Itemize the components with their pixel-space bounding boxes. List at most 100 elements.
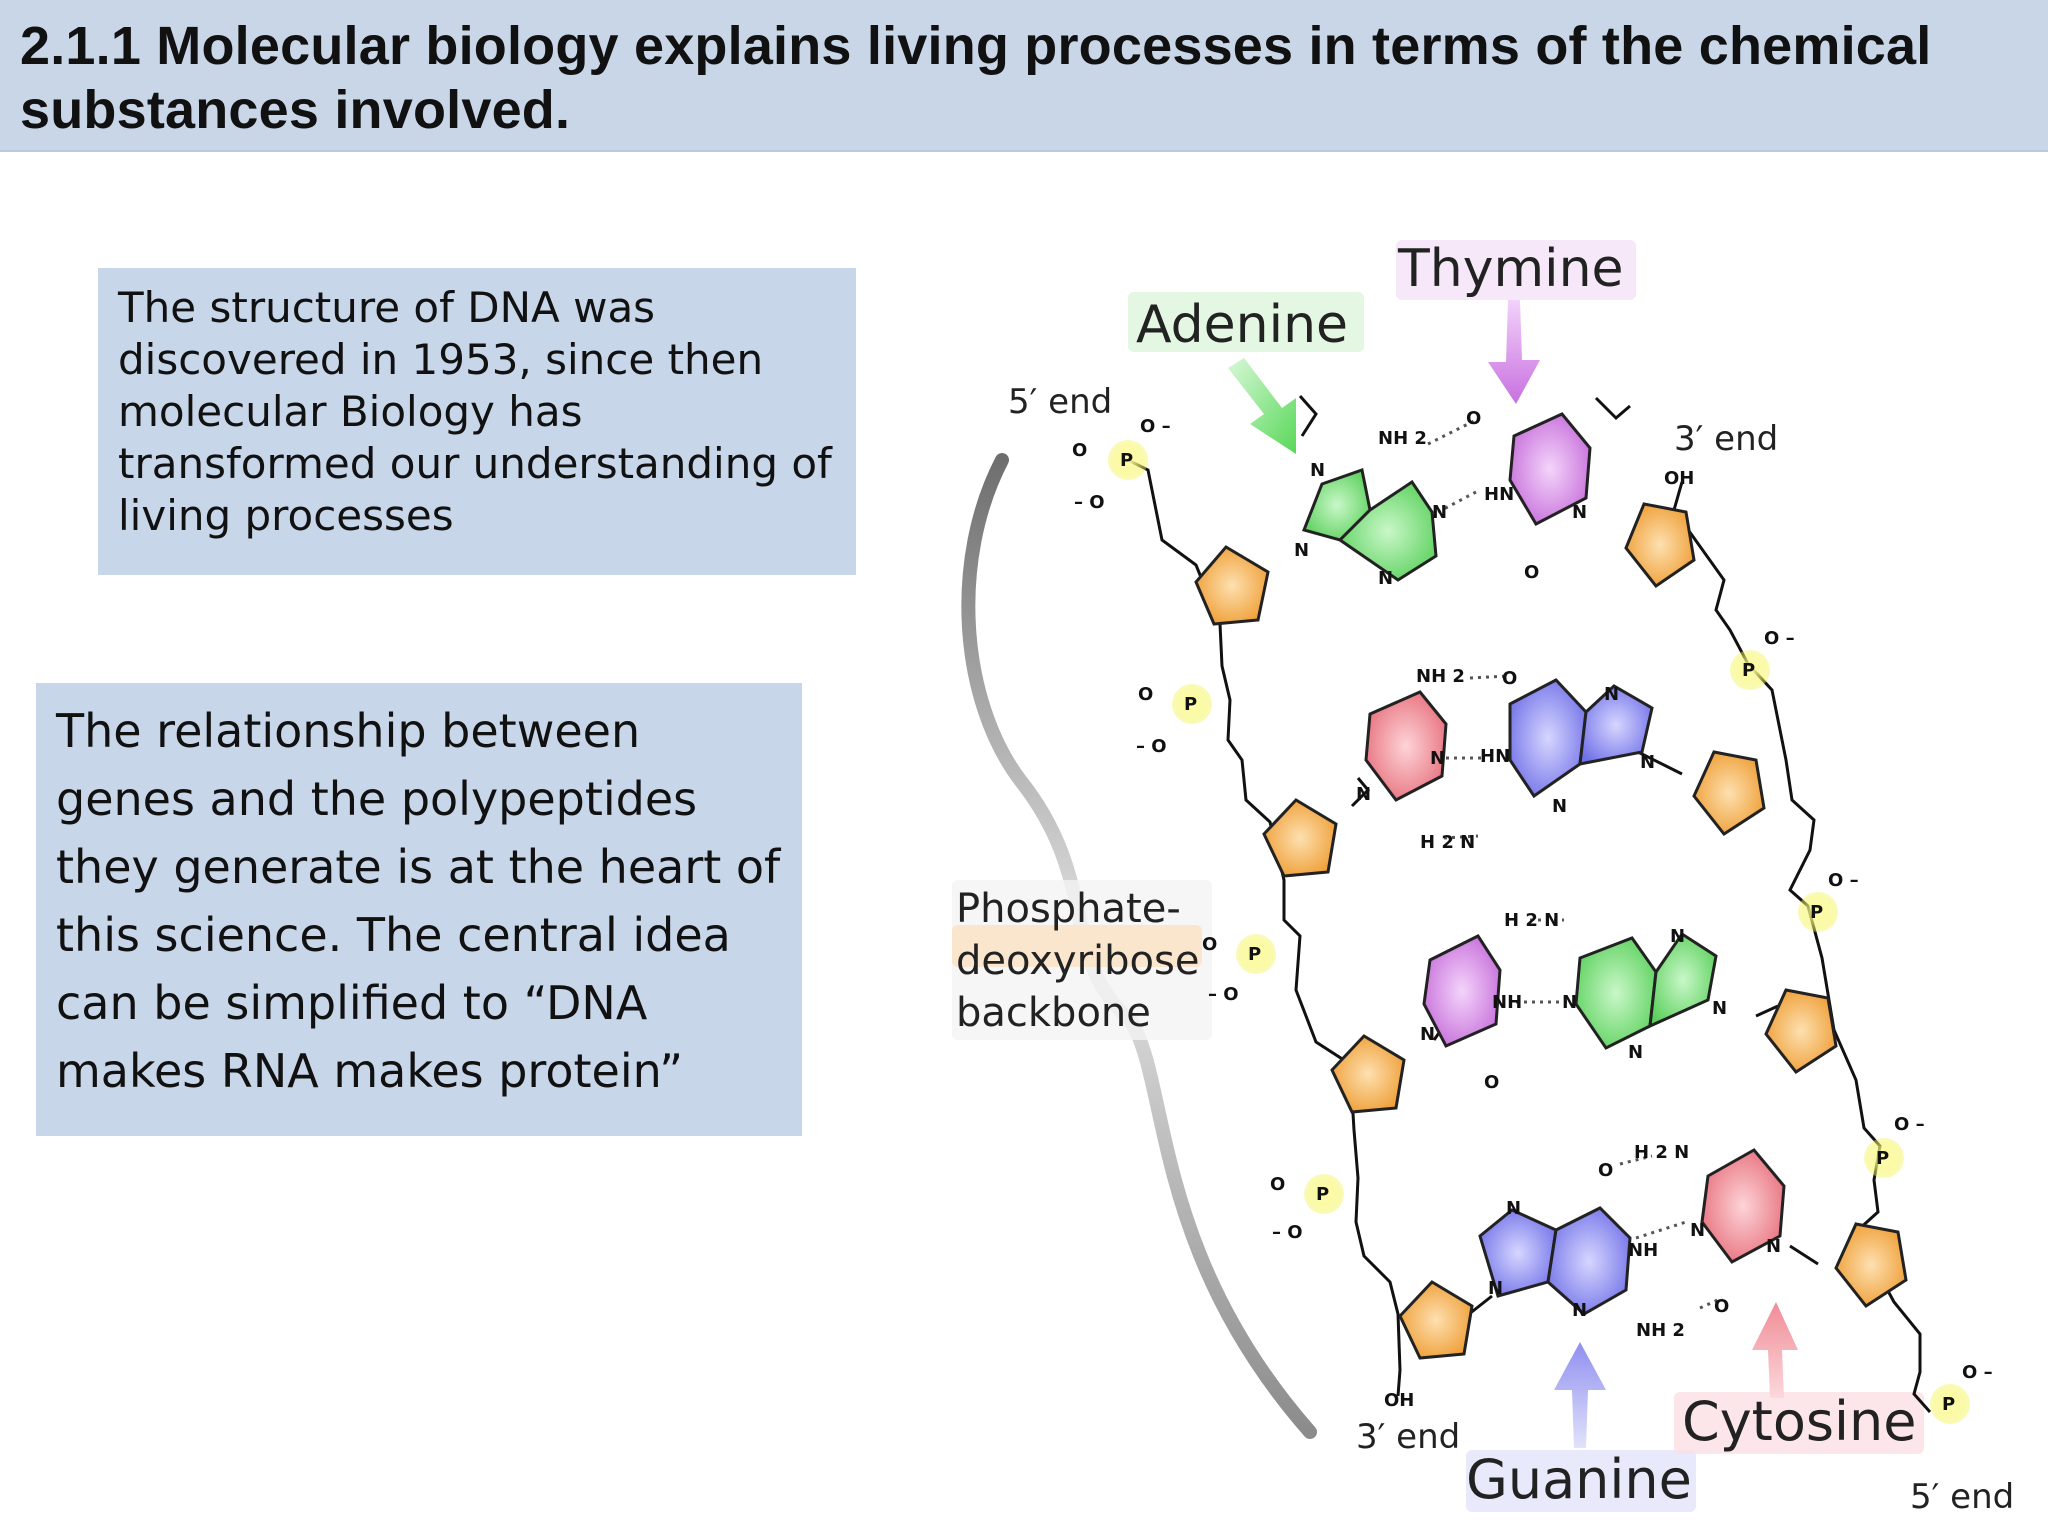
sugar-7 (1764, 988, 1838, 1075)
svg-text:O: O (1072, 440, 1087, 461)
svg-text:N: N (1506, 1198, 1521, 1219)
svg-text:O –: O – (1894, 1114, 1925, 1135)
thymine-arrow (1488, 300, 1540, 404)
svg-text:O –: O – (1962, 1362, 1993, 1383)
guanine-arrow (1554, 1342, 1606, 1448)
svg-text:H 2 N: H 2 N (1634, 1142, 1689, 1163)
svg-text:– O: – O (1208, 984, 1239, 1005)
svg-text:NH 2: NH 2 (1378, 428, 1427, 449)
central-idea-text-box: The relationship between genes and the p… (36, 683, 802, 1136)
svg-text:NH: NH (1628, 1240, 1658, 1261)
svg-text:– O: – O (1136, 736, 1167, 757)
adenine-base-3 (1648, 931, 1718, 1029)
cytosine-label: Cytosine (1682, 1390, 1916, 1453)
svg-text:– O: – O (1074, 492, 1105, 513)
svg-text:O: O (1714, 1296, 1729, 1317)
adenine-arrow (1228, 358, 1296, 454)
guanine-ring-2 (1508, 678, 1588, 799)
title-bar: 2.1.1 Molecular biology explains living … (0, 0, 2048, 152)
svg-text:P: P (1742, 660, 1755, 681)
svg-text:O: O (1484, 1072, 1499, 1093)
adenine-ring-1 (1337, 479, 1438, 582)
svg-text:N: N (1766, 1236, 1781, 1257)
svg-text:N: N (1310, 460, 1325, 481)
svg-text:– O: – O (1272, 1222, 1303, 1243)
cytosine-base-4 (1700, 1148, 1786, 1264)
sugar-6 (1692, 750, 1766, 837)
svg-text:N: N (1670, 926, 1685, 947)
svg-text:O: O (1598, 1160, 1613, 1181)
phosphate-7 (1864, 1138, 1904, 1178)
backbone-label-line2: deoxyribose (956, 938, 1199, 984)
svg-text:H 2 N: H 2 N (1504, 910, 1559, 931)
three-prime-end-top: 3′ end (1674, 419, 1778, 459)
svg-text:OH: OH (1384, 1390, 1414, 1411)
phosphate-5 (1730, 650, 1770, 690)
svg-text:NH 2: NH 2 (1636, 1320, 1685, 1341)
thymine-label: Thymine (1397, 239, 1624, 299)
svg-text:O: O (1138, 684, 1153, 705)
guanine-label: Guanine (1466, 1448, 1692, 1511)
svg-text:N: N (1488, 1278, 1503, 1299)
svg-text:N: N (1430, 748, 1445, 769)
guanine-base-2 (1578, 684, 1654, 766)
svg-text:N: N (1572, 502, 1587, 523)
sugar-5 (1624, 502, 1696, 589)
guanine-ring-4 (1546, 1206, 1632, 1316)
phosphate-2 (1172, 684, 1212, 724)
svg-text:P: P (1120, 450, 1133, 471)
phosphate-3 (1236, 934, 1276, 974)
svg-text:N: N (1552, 796, 1567, 817)
svg-text:P: P (1810, 902, 1823, 923)
central-idea-text: The relationship between genes and the p… (56, 704, 781, 1098)
slide-title: 2.1.1 Molecular biology explains living … (20, 16, 1932, 140)
adenine-ring-3 (1574, 936, 1658, 1050)
thymine-base-3 (1422, 934, 1502, 1048)
adenine-label: Adenine (1136, 295, 1348, 355)
svg-text:P: P (1316, 1184, 1329, 1205)
svg-text:OH: OH (1664, 468, 1694, 489)
backbone-label-line3: backbone (956, 990, 1151, 1036)
svg-text:O –: O – (1140, 416, 1171, 437)
svg-text:P: P (1876, 1148, 1889, 1169)
svg-text:P: P (1248, 944, 1261, 965)
svg-text:N: N (1562, 992, 1577, 1013)
svg-text:P: P (1942, 1394, 1955, 1415)
phosphate-1 (1108, 440, 1148, 480)
five-prime-end-bottom: 5′ end (1910, 1477, 2014, 1515)
sugar-4 (1398, 1280, 1474, 1360)
three-prime-end-bottom: 3′ end (1356, 1417, 1460, 1457)
svg-text:O: O (1524, 562, 1539, 583)
svg-text:O –: O – (1764, 628, 1795, 649)
sugar-2 (1262, 798, 1338, 878)
svg-text:N: N (1356, 784, 1371, 805)
phosphate-4 (1304, 1174, 1344, 1214)
svg-text:N: N (1572, 1300, 1587, 1321)
five-prime-end-top: 5′ end (1008, 382, 1112, 422)
svg-text:N: N (1640, 752, 1655, 773)
svg-text:NH 2: NH 2 (1416, 666, 1465, 687)
svg-text:O: O (1270, 1174, 1285, 1195)
cytosine-arrow (1752, 1302, 1798, 1398)
svg-text:N: N (1378, 568, 1393, 589)
svg-text:O –: O – (1828, 870, 1859, 891)
svg-text:N: N (1628, 1042, 1643, 1063)
svg-text:P: P (1184, 694, 1197, 715)
svg-text:N: N (1604, 684, 1619, 705)
atom-labels: P O – O – O P O – O P O – O P O – O P O … (1072, 408, 1993, 1415)
svg-text:NH: NH (1492, 992, 1522, 1013)
svg-text:N: N (1712, 998, 1727, 1019)
svg-text:HN: HN (1480, 746, 1510, 767)
sugar-1 (1194, 545, 1270, 626)
svg-text:H 2 N: H 2 N (1420, 832, 1475, 853)
svg-text:N: N (1690, 1220, 1705, 1241)
backbone-label-line1: Phosphate- (956, 886, 1181, 932)
phosphate-6 (1798, 892, 1838, 932)
sugar-8 (1834, 1222, 1908, 1309)
svg-text:O: O (1202, 934, 1217, 955)
svg-text:O: O (1466, 408, 1481, 429)
svg-text:HN: HN (1484, 484, 1514, 505)
phosphate-8 (1930, 1384, 1970, 1424)
cytosine-base-2 (1364, 690, 1448, 802)
dna-structure-diagram: Thymine Adenine Guanine Cytosine 5′ end … (952, 239, 2014, 1515)
